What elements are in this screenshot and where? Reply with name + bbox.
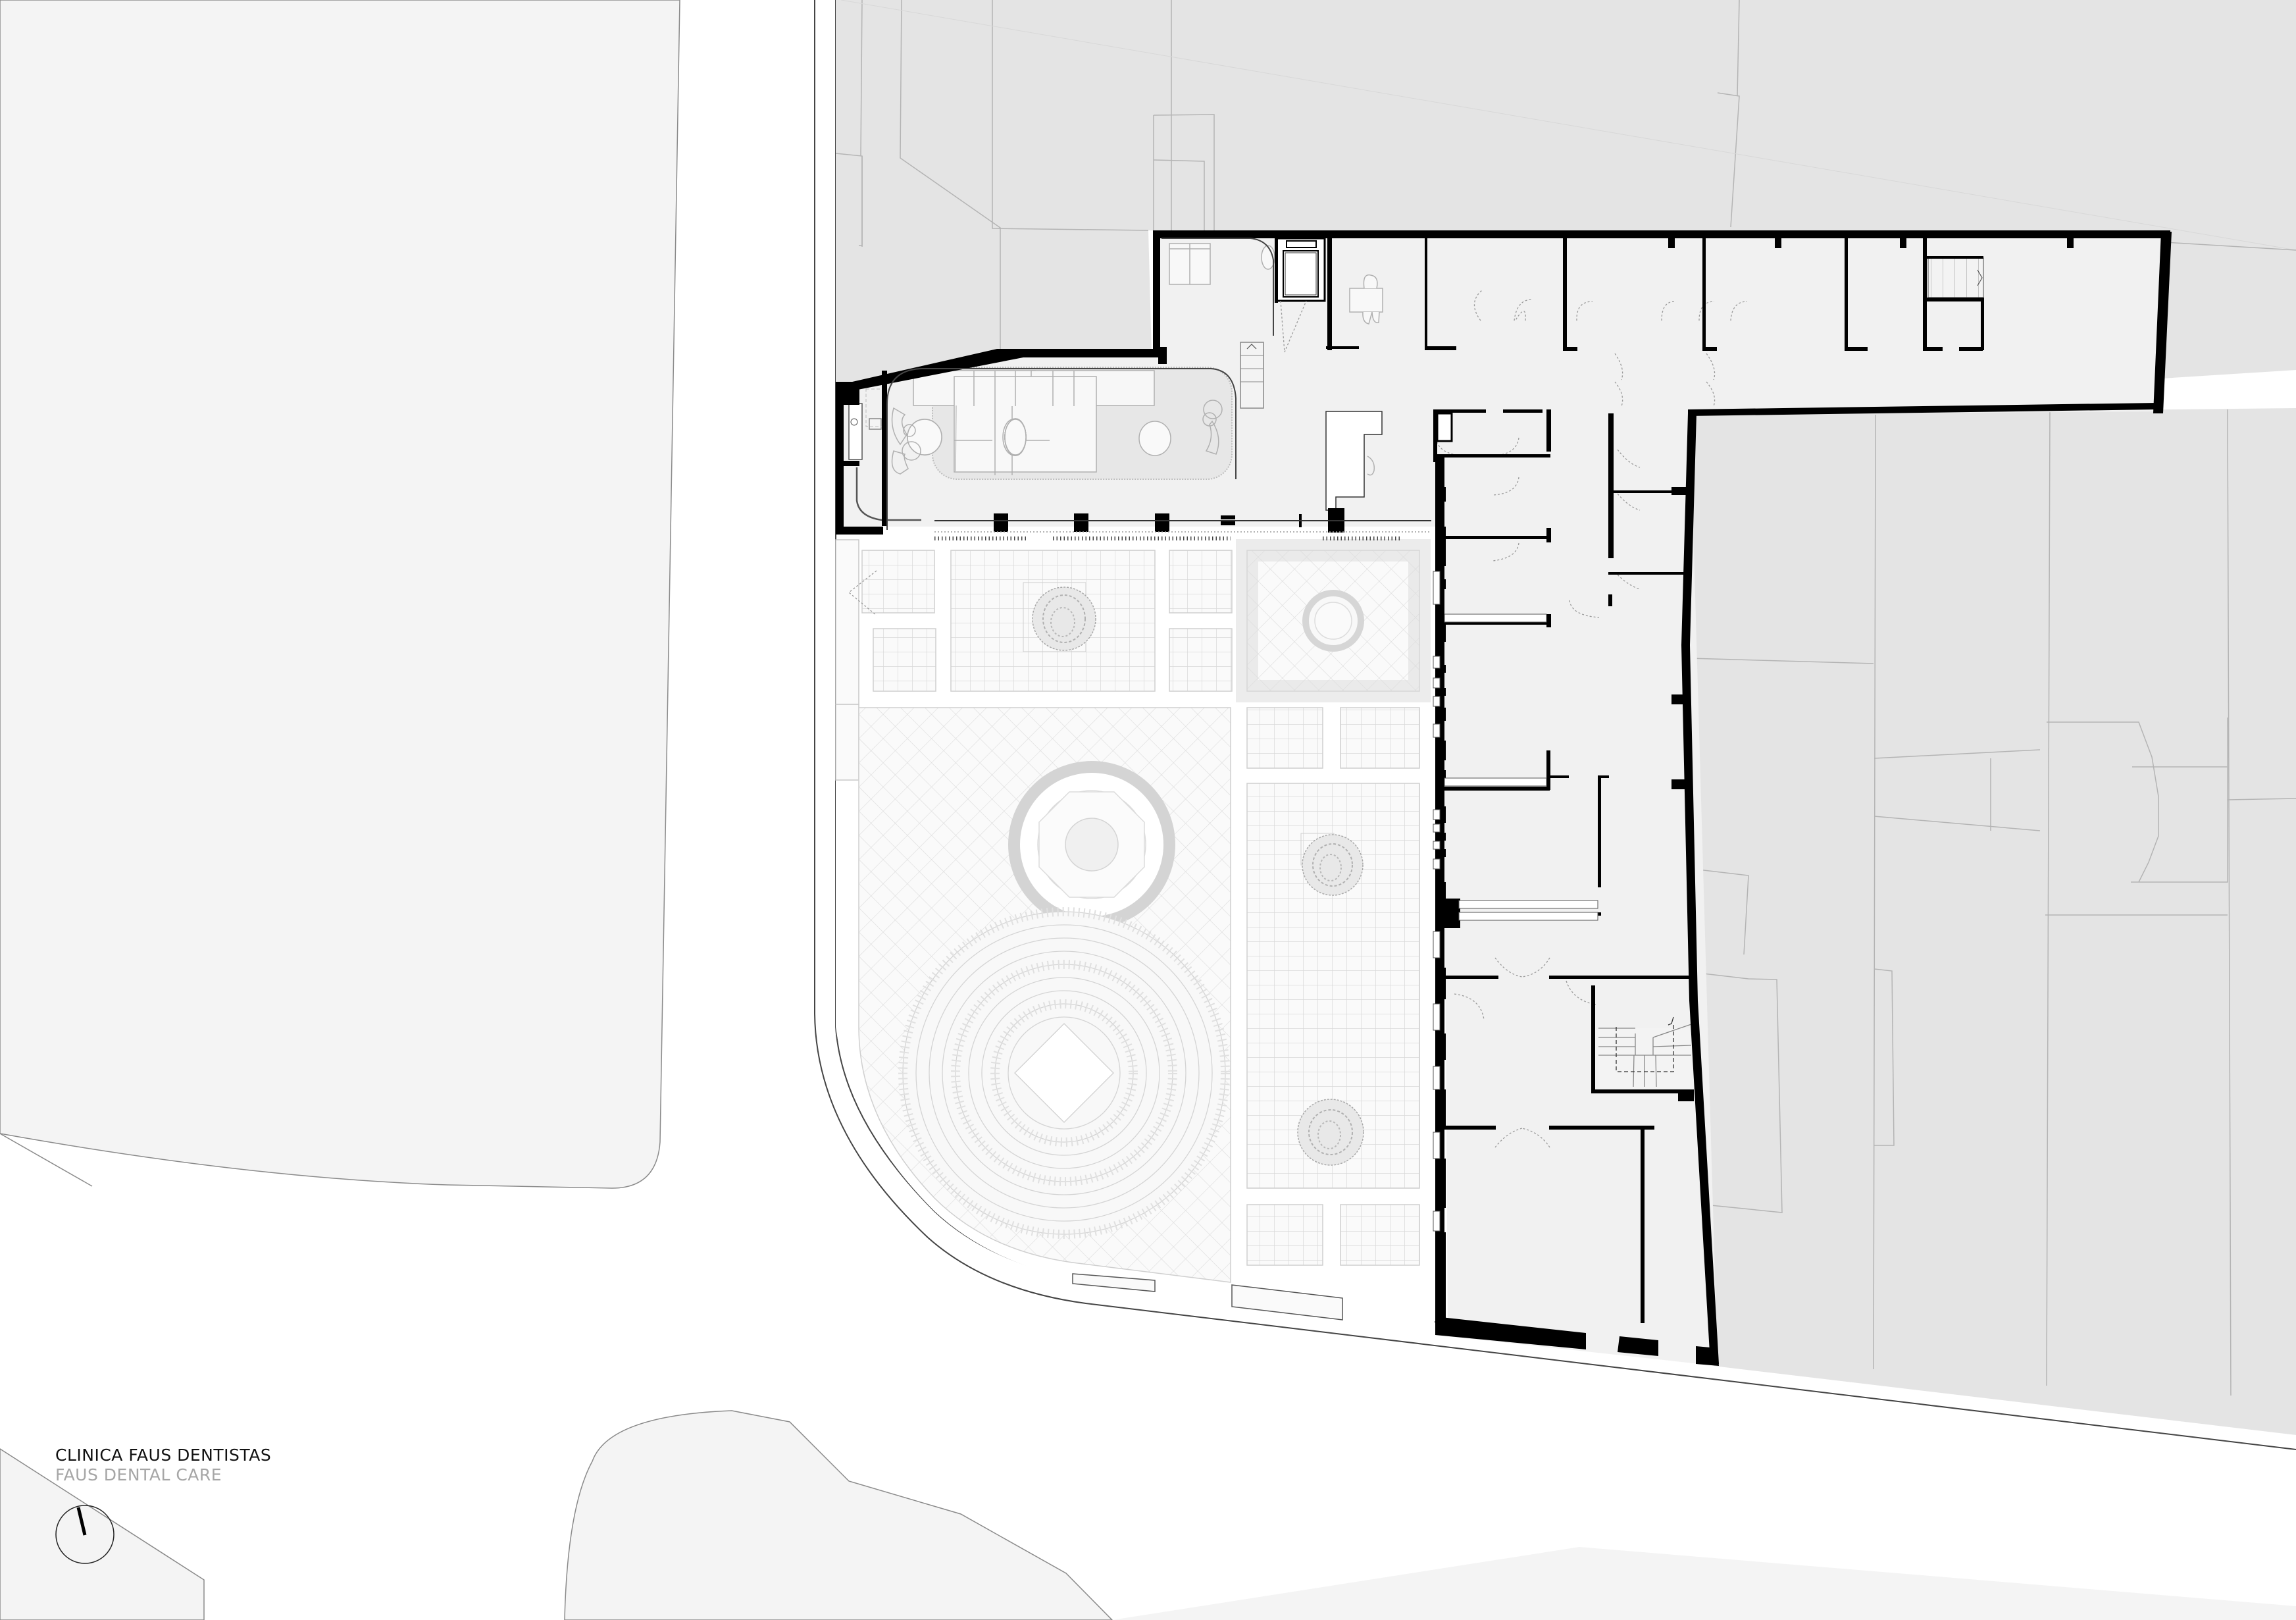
paving-panel [873, 628, 936, 692]
lounge-armchairs [891, 400, 1223, 475]
walls [836, 230, 2172, 1366]
drawing-title: CLINICA FAUS DENTISTAS [55, 1446, 272, 1465]
windows [1433, 571, 1598, 1232]
drawing-subtitle: FAUS DENTAL CARE [55, 1465, 222, 1484]
paving-panel [1246, 1204, 1323, 1266]
paving-panel [861, 550, 935, 614]
drawing-title-block: CLINICA FAUS DENTISTAS FAUS DENTAL CARE [55, 1446, 271, 1485]
paving-panel [1340, 1204, 1420, 1266]
bottom-left-corner-line [0, 1133, 93, 1187]
plaza-strip [835, 539, 859, 705]
small-stair [1240, 342, 1264, 409]
tree-icon [1023, 582, 1096, 652]
tree-icon [1300, 833, 1364, 896]
coffee-table-right [1138, 421, 1171, 456]
door-swings [848, 290, 1748, 1148]
building-floor [839, 232, 2169, 1366]
neighbour-buildings-east [1681, 408, 2296, 1435]
paving-panel [1246, 707, 1323, 769]
paving-panel [1340, 707, 1420, 769]
tree-icon [1297, 1099, 1364, 1166]
paving-panel [1169, 628, 1233, 692]
fountain-panel [1236, 539, 1431, 702]
plaza [835, 539, 1435, 1326]
staircase-north [1927, 257, 1984, 298]
facade-glazing [934, 520, 1431, 540]
neighbour-buildings-north [835, 0, 2296, 385]
bench [1231, 1284, 1343, 1320]
street-block-corner [0, 1448, 205, 1620]
street-block-west [0, 0, 680, 1189]
concentric-paving-circle [898, 907, 1230, 1239]
circular-planter [1008, 761, 1175, 928]
sofa-sectional [954, 376, 1097, 473]
treatment-furniture [1169, 243, 1383, 325]
paving-panel [1169, 550, 1233, 614]
elevator-icon [1275, 237, 1326, 302]
street-block-south [564, 1410, 2296, 1620]
bench [1072, 1273, 1156, 1292]
staircase-east [1598, 1016, 1692, 1089]
north-arrow-icon [55, 1505, 115, 1564]
